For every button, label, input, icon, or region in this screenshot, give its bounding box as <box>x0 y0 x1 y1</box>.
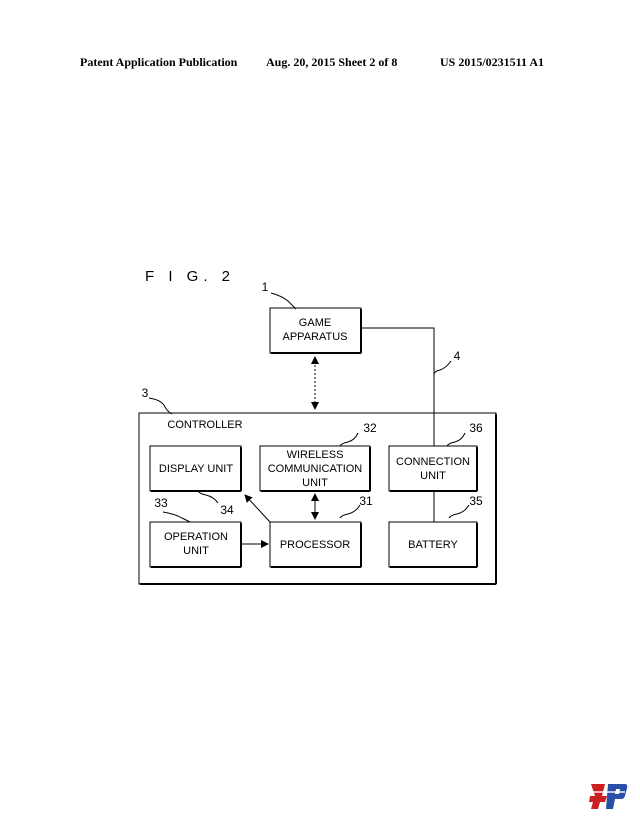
wireless-label-2: COMMUNICATION <box>268 463 363 475</box>
ref-34: 34 <box>220 503 234 517</box>
ref-31: 31 <box>359 494 373 508</box>
4p-logo-icon <box>589 784 628 809</box>
wireless-label-1: WIRELESS <box>287 449 344 461</box>
ref-35: 35 <box>469 494 483 508</box>
date-sheet: Aug. 20, 2015 Sheet 2 of 8 <box>266 55 398 69</box>
processor-display-arrow <box>244 494 271 523</box>
operation-label-2: UNIT <box>183 545 209 557</box>
wireless-label-3: UNIT <box>302 477 328 489</box>
game-apparatus-label-1: GAME <box>299 317 331 329</box>
game-apparatus-block: GAME APPARATUS <box>269 307 362 354</box>
display-unit-label: DISPLAY UNIT <box>159 463 233 475</box>
page-header: Patent Application Publication Aug. 20, … <box>0 55 640 75</box>
publication-type: Patent Application Publication <box>80 55 238 69</box>
ref-36: 36 <box>469 421 483 435</box>
connection-label-2: UNIT <box>420 470 446 482</box>
publication-number: US 2015/0231511 A1 <box>440 55 545 69</box>
ref-1: 1 <box>262 280 269 294</box>
game-apparatus-label-2: APPARATUS <box>283 331 348 343</box>
connection-label-1: CONNECTION <box>396 456 470 468</box>
leader-lines <box>148 292 470 523</box>
processor-label: PROCESSOR <box>280 539 350 551</box>
ref-3: 3 <box>142 386 149 400</box>
controller-label: CONTROLLER <box>167 419 242 431</box>
wireless-communication-block: WIRELESS COMMUNICATION UNIT <box>259 445 371 492</box>
operation-unit-block: OPERATION UNIT <box>149 521 242 568</box>
ref-4: 4 <box>454 349 461 363</box>
ref-32: 32 <box>363 421 377 435</box>
processor-block: PROCESSOR <box>269 521 362 568</box>
operation-label-1: OPERATION <box>164 531 228 543</box>
figure-label: F I G. 2 <box>145 268 236 285</box>
battery-label: BATTERY <box>408 539 458 551</box>
connection-unit-block: CONNECTION UNIT <box>388 445 478 492</box>
ref-33: 33 <box>154 496 168 510</box>
controller-container: CONTROLLER <box>138 412 497 585</box>
display-unit-block: DISPLAY UNIT <box>149 445 242 492</box>
cable-line <box>361 327 435 446</box>
battery-block: BATTERY <box>388 521 478 568</box>
